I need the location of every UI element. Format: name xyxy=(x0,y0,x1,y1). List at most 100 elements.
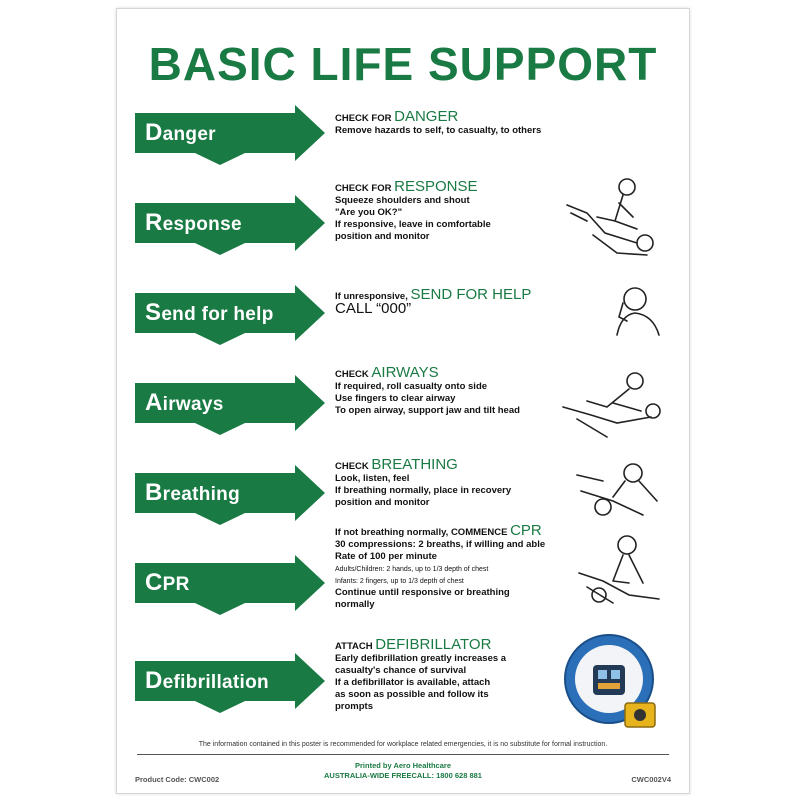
step-label: Defibrillation xyxy=(145,667,269,695)
check-heading: BREATHING xyxy=(371,456,458,473)
step-arrow: Response xyxy=(135,195,325,257)
instruction-text: as soon as possible and follow its xyxy=(335,689,489,700)
step-initial: A xyxy=(145,389,163,416)
description-line: CHECK FOR RESPONSE xyxy=(335,179,491,195)
step-arrow: CPR xyxy=(135,555,325,617)
printer-info: Printed by Aero Healthcare AUSTRALIA-WID… xyxy=(277,761,529,781)
freecall-number: AUSTRALIA-WIDE FREECALL: 1800 628 881 xyxy=(324,771,482,780)
printed-by: Printed by Aero Healthcare xyxy=(354,761,451,770)
check-heading: DEFIBRILLATOR xyxy=(375,636,492,653)
description-line: CHECK AIRWAYS xyxy=(335,364,520,381)
description-line: Early defibrillation greatly increases a xyxy=(335,653,506,665)
description-line: If unresponsive, SEND FOR HELP xyxy=(335,287,531,303)
description-line: as soon as possible and follow its xyxy=(335,689,506,701)
step-label: Response xyxy=(145,209,242,237)
poster: BASIC LIFE SUPPORT Danger CHECK FOR DANGE… xyxy=(116,8,690,794)
description-line: Infants: 2 fingers, up to 1/3 depth of c… xyxy=(335,575,545,587)
description-line: Rate of 100 per minute xyxy=(335,551,545,563)
step-label-rest: reathing xyxy=(162,484,240,505)
instruction-text: 30 compressions: 2 breaths, if willing a… xyxy=(335,539,546,550)
check-prefix: CHECK FOR xyxy=(335,183,395,194)
description-line: If required, roll casualty onto side xyxy=(335,381,520,393)
check-prefix: ATTACH xyxy=(335,641,376,652)
description-line: normally xyxy=(335,599,545,611)
instruction-text: normally xyxy=(335,599,375,610)
description-line: If responsive, leave in comfortable xyxy=(335,219,491,231)
step-initial: D xyxy=(145,119,163,146)
description-line: 30 compressions: 2 breaths, if willing a… xyxy=(335,539,545,551)
step-initial: C xyxy=(145,569,163,596)
defibrillator-illustration-icon xyxy=(564,634,656,728)
description-line: casualty's chance of survival xyxy=(335,665,506,677)
instruction-text: If a defibrillator is available, attach xyxy=(335,677,491,688)
instruction-text: position and monitor xyxy=(335,497,430,508)
airways-illustration-icon xyxy=(562,372,661,438)
description-line: Use fingers to clear airway xyxy=(335,393,520,405)
fine-print: Adults/Children: 2 hands, up to 1/3 dept… xyxy=(335,566,489,573)
instruction-text: Use fingers to clear airway xyxy=(335,393,456,404)
step-label: Danger xyxy=(145,119,216,147)
check-heading: CPR xyxy=(510,522,542,539)
description-line: Remove hazards to self, to casualty, to … xyxy=(335,125,541,137)
description-line: ATTACH DEFIBRILLATOR xyxy=(335,636,506,653)
instruction-text: Continue until responsive or breathing xyxy=(335,587,510,598)
step-label-rest: PR xyxy=(162,574,190,595)
description-line: If not breathing normally, COMMENCE CPR xyxy=(335,522,545,539)
check-prefix: CHECK xyxy=(335,461,372,472)
step-label-rest: irways xyxy=(162,394,224,415)
description-line: position and monitor xyxy=(335,497,511,509)
phone-call-illustration-icon xyxy=(616,287,660,336)
step-label-rest: esponse xyxy=(162,214,242,235)
poster-title: BASIC LIFE SUPPORT xyxy=(148,38,658,90)
step-arrow: Breathing xyxy=(135,465,325,527)
version-code: CWC002V4 xyxy=(631,775,671,784)
arrow-shape xyxy=(135,285,325,345)
instruction-text: If required, roll casualty onto side xyxy=(335,381,488,392)
description-line: If breathing normally, place in recovery xyxy=(335,485,511,497)
instruction-text: If responsive, leave in comfortable xyxy=(335,219,491,230)
instruction-text: Rate of 100 per minute xyxy=(335,551,437,562)
step-label: Airways xyxy=(145,389,224,417)
description-line: position and monitor xyxy=(335,231,491,243)
instruction-text: position and monitor xyxy=(335,231,430,242)
check-heading: AIRWAYS xyxy=(371,364,439,381)
step-label: Breathing xyxy=(145,479,240,507)
instruction-text: Early defibrillation greatly increases a xyxy=(335,653,507,664)
breathing-illustration-icon xyxy=(576,463,658,516)
arrow-shape xyxy=(135,555,325,615)
arrow-shape xyxy=(135,105,325,165)
instruction-text: Look, listen, feel xyxy=(335,473,410,484)
arrow-shape xyxy=(135,195,325,255)
step-label-rest: efibrillation xyxy=(162,672,269,693)
description-line: Adults/Children: 2 hands, up to 1/3 dept… xyxy=(335,563,545,575)
disclaimer-note: The information contained in this poster… xyxy=(198,741,608,748)
footer-divider xyxy=(137,754,669,755)
description-line: Look, listen, feel xyxy=(335,473,511,485)
arrow-shape xyxy=(135,653,325,713)
description-line: Squeeze shoulders and shout xyxy=(335,195,491,207)
instruction-text: casualty's chance of survival xyxy=(335,665,467,676)
check-prefix: CHECK xyxy=(335,369,372,380)
check-prefix: If not breathing normally, COMMENCE xyxy=(335,527,511,538)
step-label-rest: anger xyxy=(162,124,216,145)
instruction-text: To open airway, support jaw and tilt hea… xyxy=(335,405,520,416)
description-line: CHECK FOR DANGER xyxy=(335,109,541,125)
description-line: CHECK BREATHING xyxy=(335,456,511,473)
step-arrow: Danger xyxy=(135,105,325,167)
step-initial: B xyxy=(145,479,163,506)
instruction-text: Squeeze shoulders and shout xyxy=(335,195,470,206)
instruction-text: prompts xyxy=(335,701,373,712)
cpr-illustration-icon xyxy=(578,535,660,604)
step-arrow: Airways xyxy=(135,375,325,437)
description-line: CALL “000” xyxy=(335,301,531,317)
step-arrow: Defibrillation xyxy=(135,653,325,715)
instruction-text: If breathing normally, place in recovery xyxy=(335,485,512,496)
fine-print: Infants: 2 fingers, up to 1/3 depth of c… xyxy=(335,578,464,585)
description-line: To open airway, support jaw and tilt hea… xyxy=(335,405,520,417)
description-line: Continue until responsive or breathing xyxy=(335,587,545,599)
instruction-text: Remove hazards to self, to casualty, to … xyxy=(335,125,542,136)
